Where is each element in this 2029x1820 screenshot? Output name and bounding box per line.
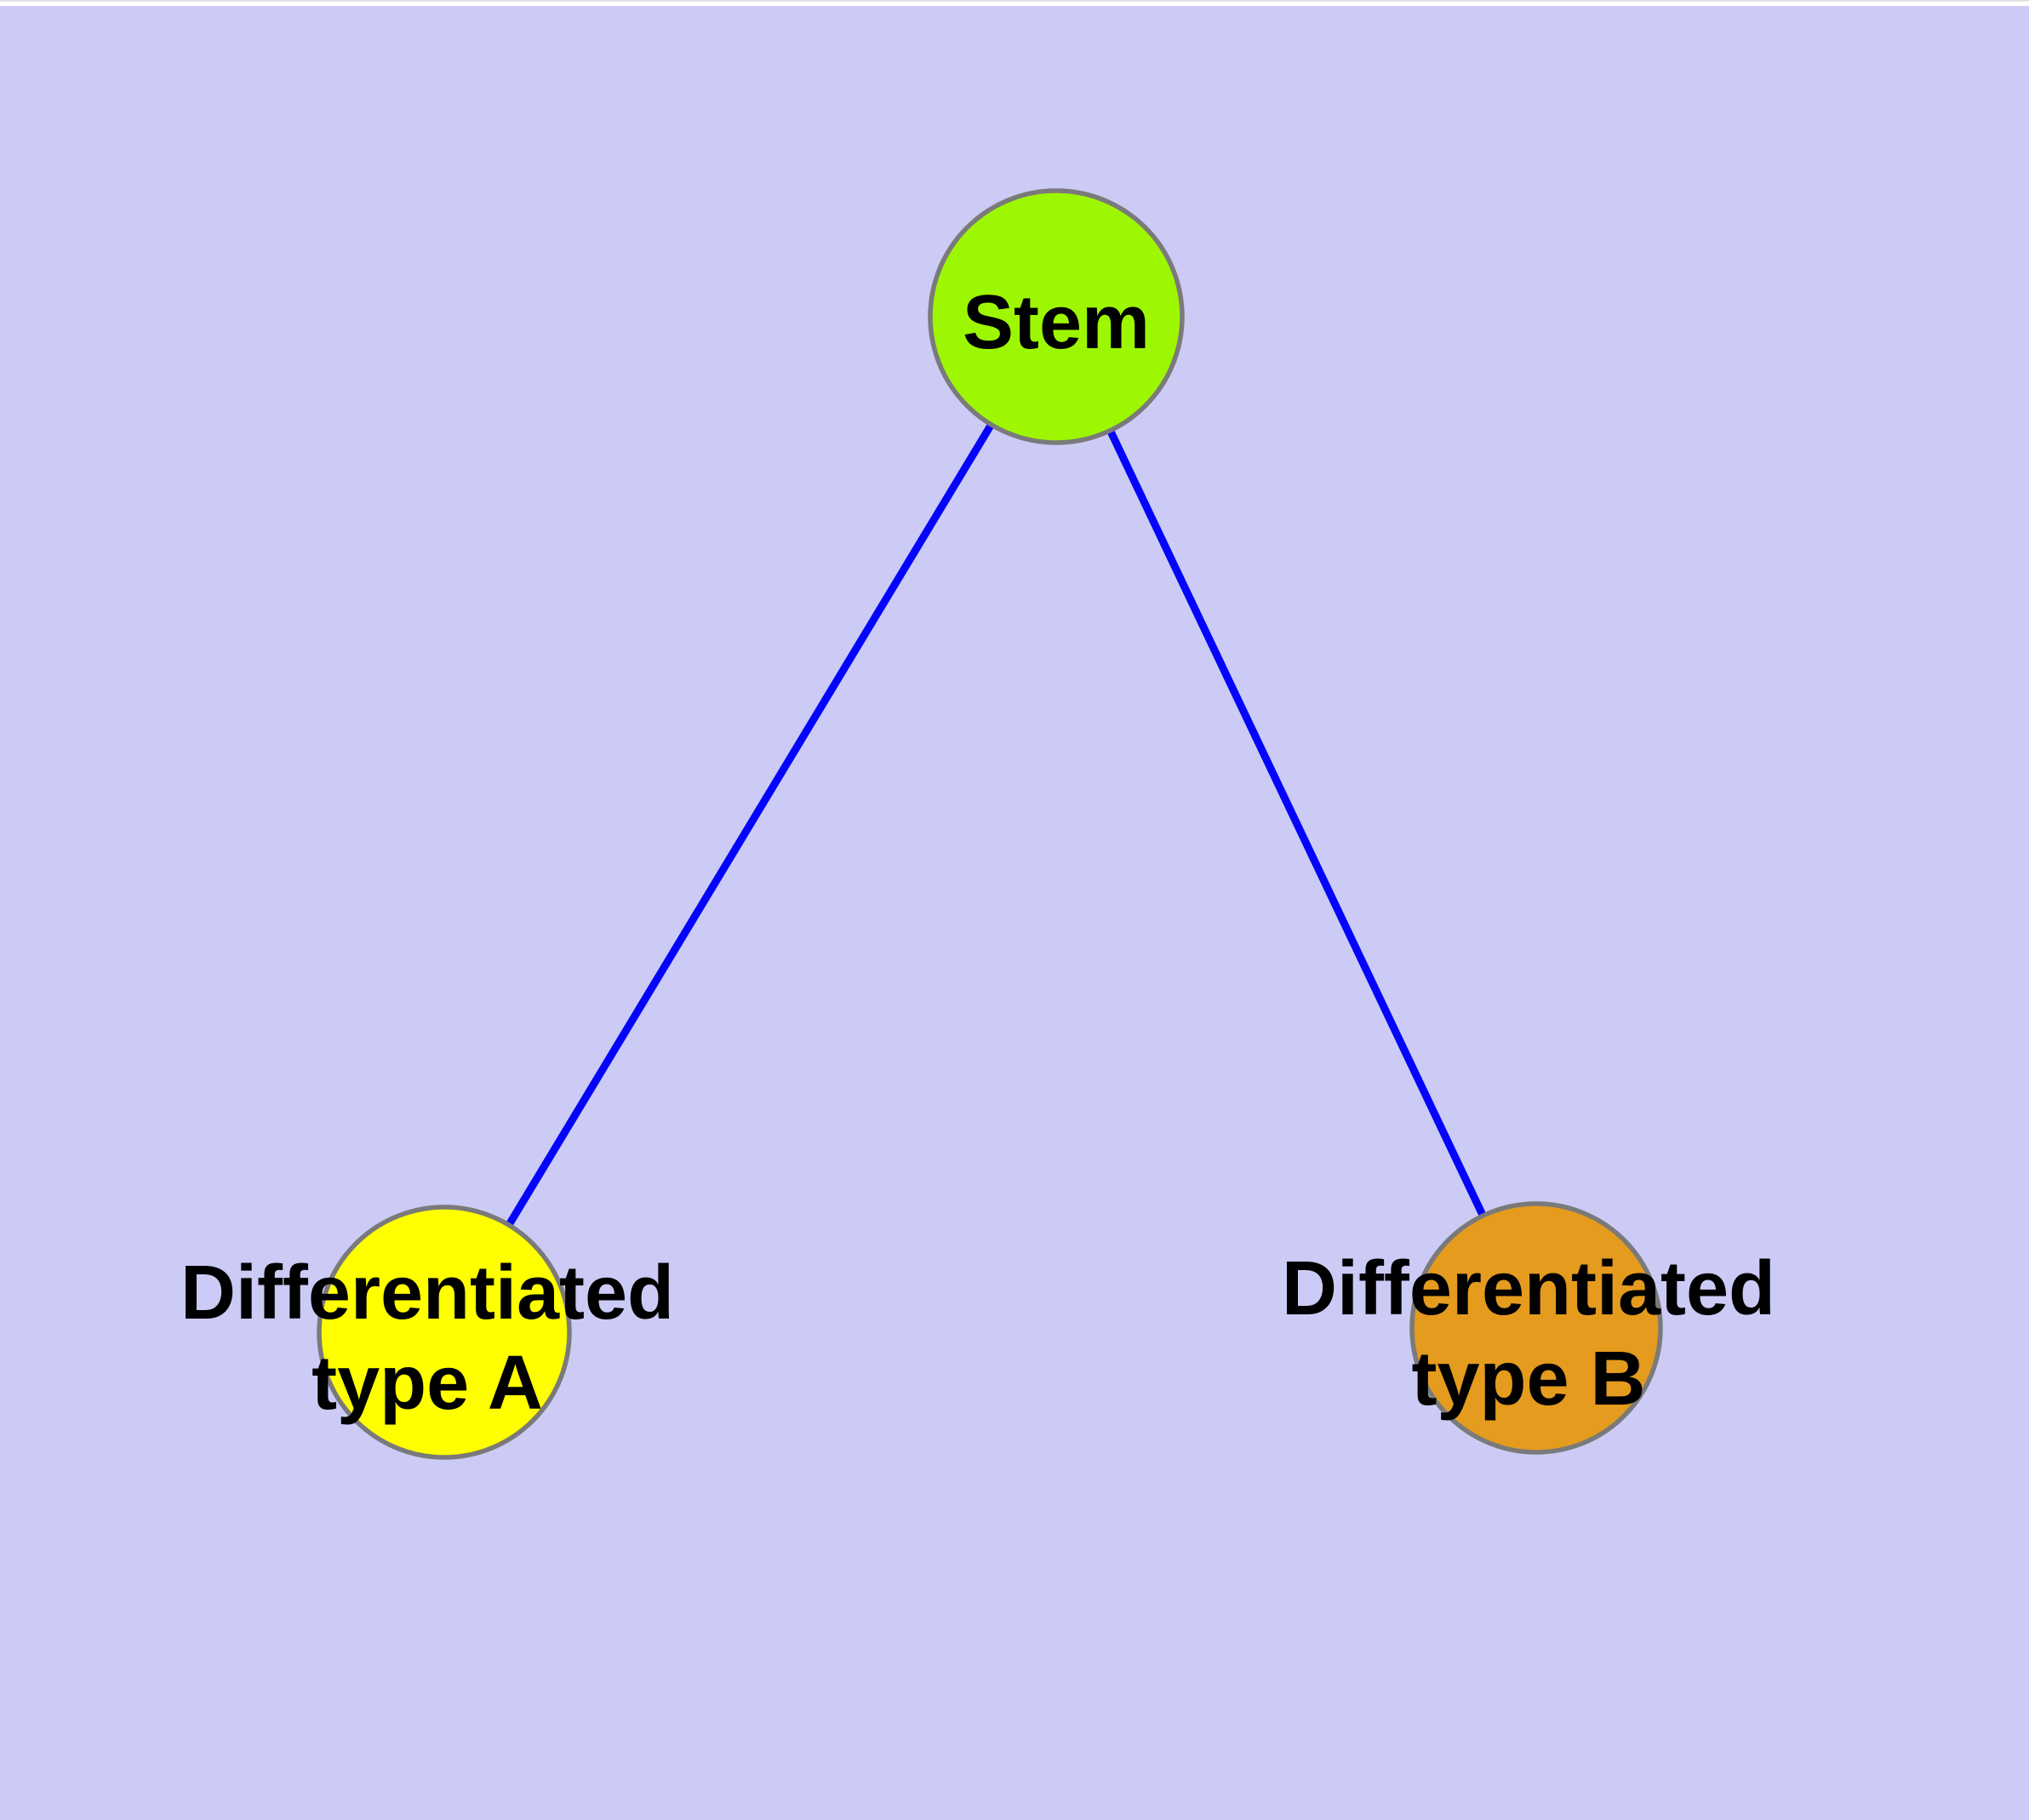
- node-differentiated-type-b-label-line2: type B: [1411, 1336, 1645, 1422]
- node-differentiated-type-a: Differentiated type A: [180, 1205, 674, 1460]
- edge-stem-to-type-a: [441, 314, 1060, 1335]
- top-hairline: [0, 0, 2029, 2]
- node-differentiated-type-a-circle: [317, 1205, 572, 1460]
- node-stem-label: Stem: [963, 280, 1150, 365]
- node-differentiated-type-b: Differentiated type B: [1282, 1201, 1775, 1455]
- node-stem-circle: [928, 188, 1185, 445]
- edges: [441, 314, 1540, 1335]
- node-differentiated-type-b-circle: [1409, 1201, 1663, 1455]
- node-differentiated-type-a-label-line1: Differentiated: [180, 1251, 674, 1336]
- edge-stem-to-type-b: [1052, 315, 1540, 1330]
- top-margin-strip: [0, 0, 2029, 6]
- node-differentiated-type-b-label-line1: Differentiated: [1282, 1246, 1775, 1331]
- node-differentiated-type-a-label-line2: type A: [311, 1341, 543, 1426]
- node-stem: Stem: [928, 188, 1185, 445]
